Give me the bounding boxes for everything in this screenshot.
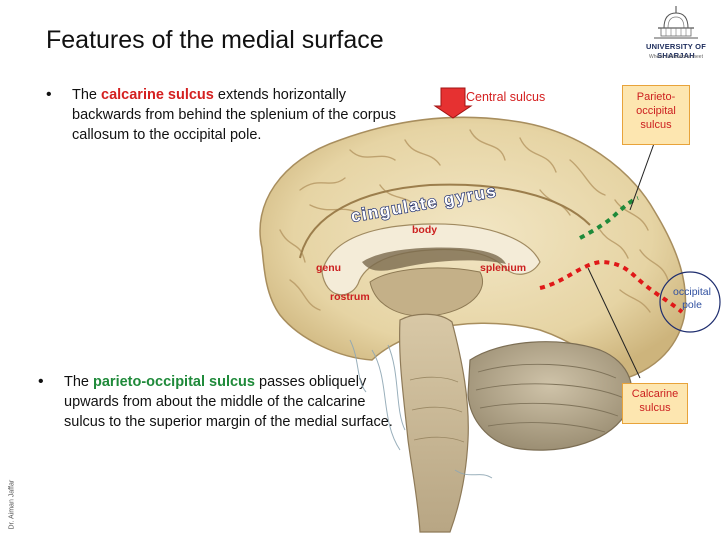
cingulate-sulcus — [299, 183, 591, 259]
bullet1-highlight: calcarine sulcus — [101, 87, 214, 103]
pointer-parieto-occipital — [629, 137, 657, 211]
bullet1-rest: extends horizontally backwards from behi… — [72, 87, 397, 143]
bullet2-rest: passes obliquely upwards from about the … — [64, 374, 393, 430]
splenium-label: splenium — [480, 262, 527, 274]
university-tagline: Where civilizations meet — [649, 54, 703, 60]
bullet-parieto-occipital: • The parieto-occipital sulcus passes ob… — [38, 372, 409, 432]
bullet-calcarine: • The calcarine sulcus extends horizonta… — [46, 85, 402, 145]
occipital-pole-circle — [659, 271, 721, 333]
slide-title: Features of the medial surface — [46, 26, 384, 54]
bullet-dot: • — [46, 86, 52, 103]
dome-icon — [654, 6, 698, 39]
pointer-calcarine — [587, 267, 641, 379]
central-sulcus-label: Central sulcus — [466, 90, 546, 104]
cerebellum — [467, 341, 633, 451]
university-name: UNIVERSITY OF SHARJAH — [646, 42, 706, 60]
university-logo: UNIVERSITY OF SHARJAH Where civilization… — [628, 4, 724, 68]
brainstem — [399, 313, 469, 533]
thalamus — [369, 267, 483, 317]
calcarine-box: Calcarine sulcus — [622, 383, 688, 424]
bullet-dot: • — [38, 373, 44, 390]
parieto-occipital-label: Parieto-occipital sulcus — [636, 91, 676, 131]
lateral-ventricle — [362, 247, 506, 271]
author-credit: Dr. Aiman Jaffar — [8, 479, 16, 530]
bullet2-prefix: The — [64, 374, 94, 390]
bullet2-highlight: parieto-occipital sulcus — [93, 374, 255, 390]
bullet1-prefix: The — [72, 87, 102, 103]
body-label: body — [412, 224, 438, 236]
corpus-callosum — [321, 223, 541, 296]
parieto-occipital-box: Parieto-occipital sulcus — [622, 85, 690, 145]
calcarine-label: Calcarine sulcus — [631, 388, 679, 414]
rostrum-label: rostrum — [330, 291, 370, 303]
parieto-occipital-dotted-line — [579, 196, 639, 240]
central-sulcus-arrow — [433, 87, 473, 119]
genu-label: genu — [316, 262, 342, 274]
occipital-pole-label: occipital pole — [673, 286, 711, 311]
calcarine-dotted-line — [539, 259, 684, 314]
